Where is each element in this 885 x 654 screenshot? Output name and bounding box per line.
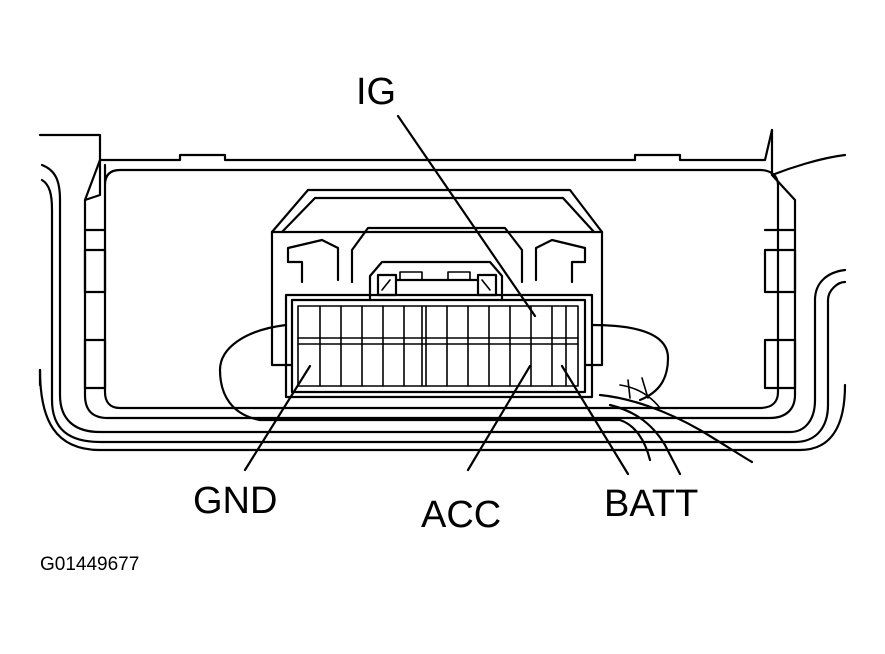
acc-leader bbox=[466, 364, 532, 472]
housing-outline bbox=[38, 128, 847, 452]
terminal-grid bbox=[297, 305, 579, 387]
batt-leader bbox=[560, 364, 630, 476]
gnd-leader bbox=[243, 364, 312, 472]
acc-label: ACC bbox=[421, 494, 502, 536]
batt-label: BATT bbox=[604, 483, 699, 525]
ig-leader bbox=[396, 114, 537, 318]
inner-tray bbox=[83, 158, 797, 420]
wire-harness bbox=[218, 323, 754, 476]
gnd-label: GND bbox=[193, 480, 278, 522]
ig-label: IG bbox=[356, 71, 397, 113]
connector-housing bbox=[270, 188, 604, 399]
leader-lines bbox=[243, 114, 630, 476]
figure-code: G01449677 bbox=[40, 554, 140, 575]
